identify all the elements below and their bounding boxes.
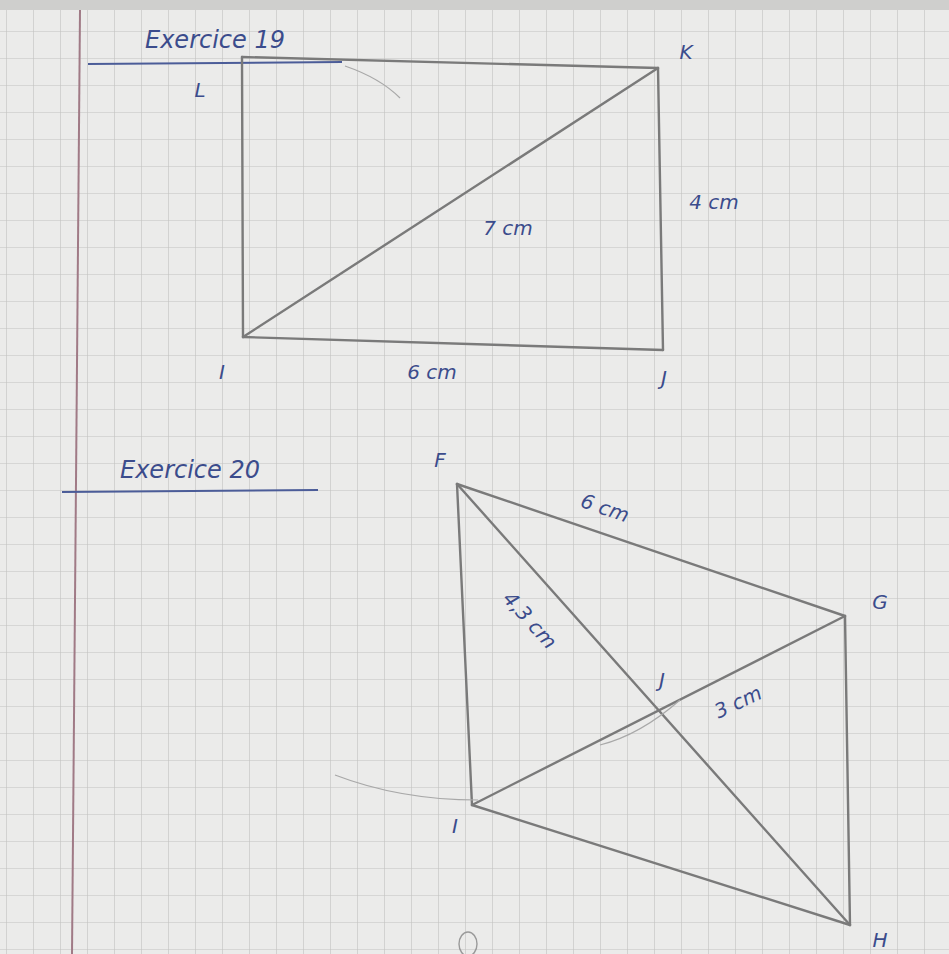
point-label: K — [679, 41, 692, 63]
point-label: I — [219, 361, 225, 383]
point-label: H — [872, 929, 887, 951]
compass-arc — [345, 66, 400, 98]
point-label: I — [452, 815, 458, 837]
compass-arc — [600, 700, 680, 745]
point-label: J — [659, 669, 665, 691]
compass-arc — [335, 775, 478, 800]
dimension-label: 7 cm — [483, 217, 533, 239]
quadrilateral-figure — [457, 484, 850, 925]
exercise-title: Exercice 20 — [120, 457, 260, 483]
margin-line — [72, 10, 80, 954]
title-underline — [62, 490, 318, 492]
rectangle-figure — [242, 57, 663, 350]
point-label: F — [434, 449, 446, 471]
dimension-label: 6 cm — [407, 361, 457, 383]
point-label: G — [872, 591, 888, 613]
point-label: L — [194, 79, 205, 101]
dimension-label: 3 cm — [711, 682, 765, 723]
page-mark — [459, 932, 477, 954]
title-underline — [88, 62, 342, 64]
exercise-title: Exercice 19 — [145, 27, 285, 53]
point-label: J — [661, 367, 667, 389]
dimension-label: 6 cm — [578, 490, 632, 527]
dimension-label: 4 cm — [689, 191, 739, 213]
dimension-label: 4,3 cm — [499, 587, 561, 653]
top-strip — [0, 0, 949, 10]
